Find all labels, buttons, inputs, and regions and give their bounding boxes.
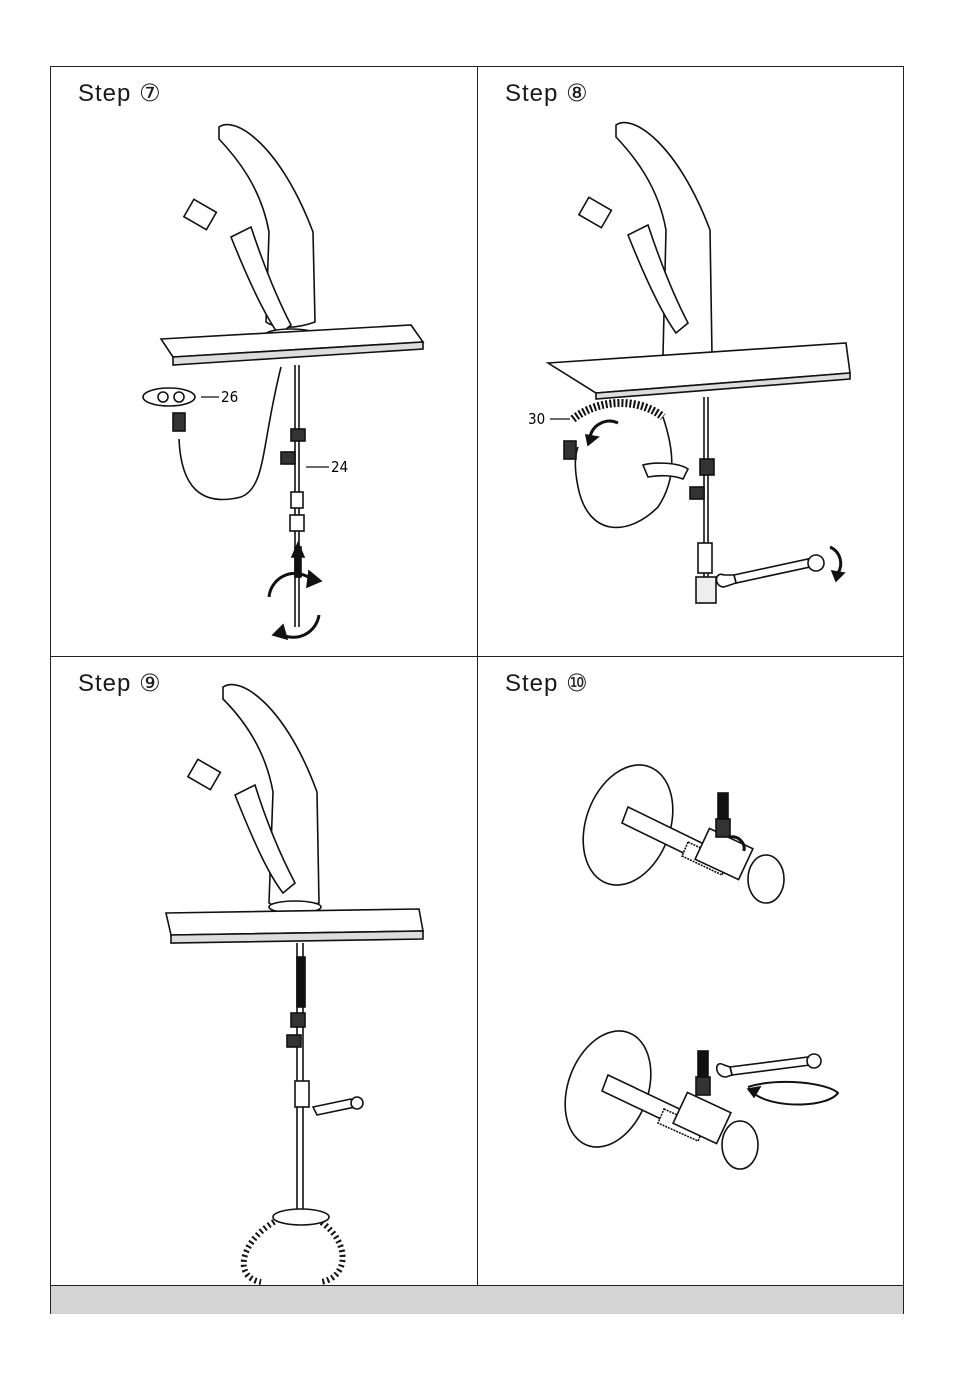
step-10-illustration bbox=[478, 657, 903, 1285]
step-9-illustration bbox=[51, 657, 478, 1285]
callout-30: 30 bbox=[528, 410, 545, 428]
wrench-icon bbox=[717, 555, 825, 587]
shutoff-valve-top bbox=[567, 752, 784, 903]
coiled-hose-30 bbox=[573, 403, 663, 419]
shutoff-valve-bottom bbox=[550, 1019, 758, 1169]
step-10-panel: Step ⑩ bbox=[478, 657, 903, 1285]
spray-nozzle bbox=[184, 199, 217, 229]
wrench-icon bbox=[717, 1054, 821, 1077]
step-7-panel: Step ⑦ bbox=[51, 67, 478, 657]
step-7-illustration: 26 24 bbox=[51, 67, 478, 657]
spray-hose bbox=[179, 367, 281, 500]
footer-bar bbox=[51, 1285, 903, 1314]
hose-guide-26 bbox=[143, 388, 195, 406]
step-9-panel: Step ⑨ bbox=[51, 657, 478, 1285]
callout-24: 24 bbox=[331, 458, 348, 476]
coiled-hose bbox=[244, 1217, 343, 1282]
step-8-illustration: 30 bbox=[478, 67, 903, 657]
step-8-panel: Step ⑧ bbox=[478, 67, 903, 657]
callout-26: 26 bbox=[221, 388, 238, 406]
instruction-sheet: Step ⑦ bbox=[50, 66, 904, 1314]
